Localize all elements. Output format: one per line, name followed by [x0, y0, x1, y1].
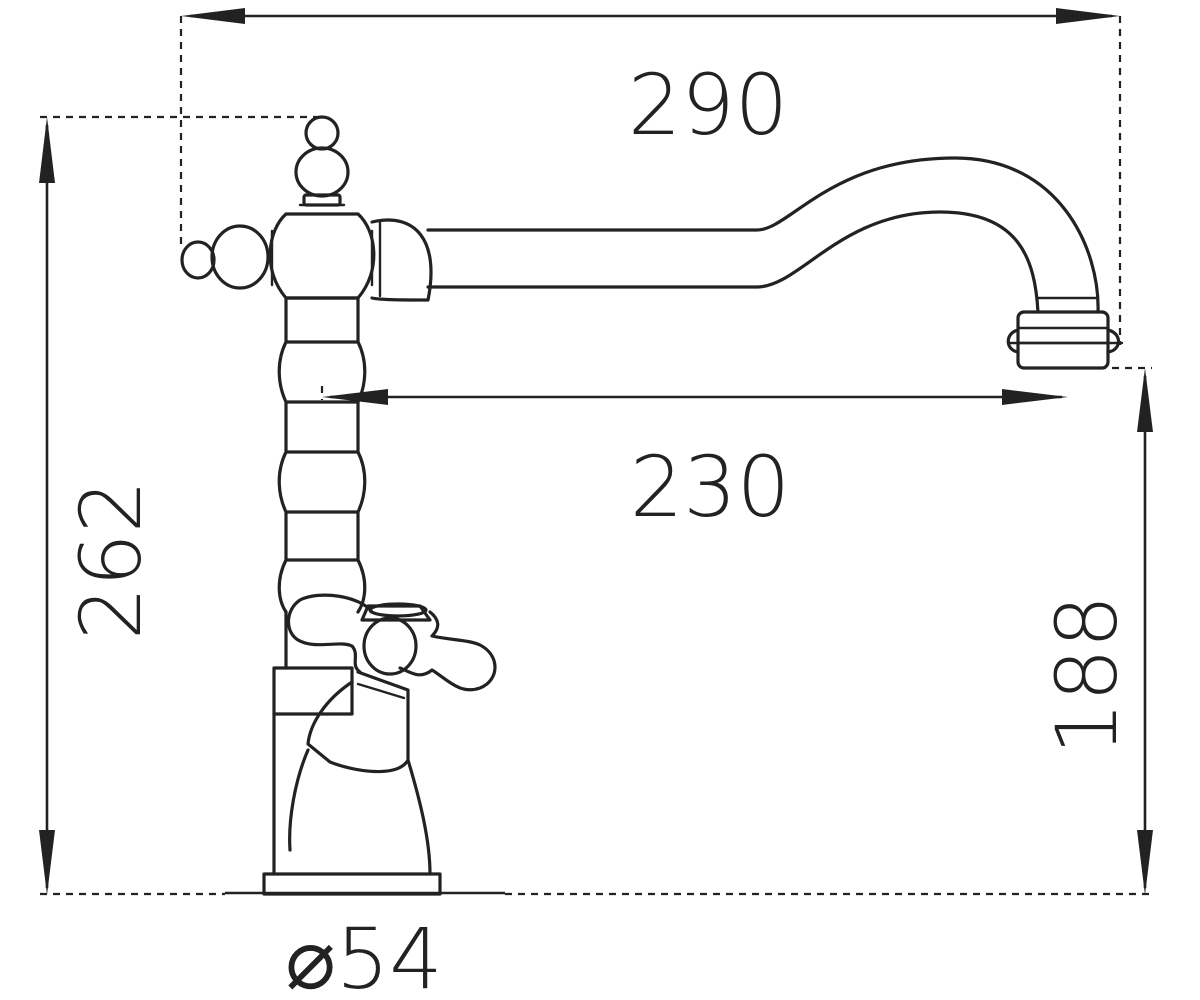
dimension-230: 230 — [320, 386, 1068, 536]
faucet-outline — [180, 115, 1124, 896]
dimension-230-label: 230 — [630, 438, 790, 536]
left-knob — [180, 224, 270, 290]
dimension-188-label: 188 — [1038, 595, 1136, 755]
central-hub — [268, 203, 376, 300]
cross-handle — [286, 593, 497, 692]
valve-body — [272, 666, 432, 876]
top-finial — [294, 115, 350, 207]
dimension-diameter-label: ⌀54 — [285, 910, 442, 1000]
base-flange — [262, 872, 442, 896]
dimension-290: 290 — [179, 8, 1122, 345]
dimension-290-label: 290 — [628, 56, 788, 154]
dimension-188: 188 — [1038, 366, 1153, 895]
dimension-262-label: 262 — [62, 480, 160, 640]
baseline — [40, 891, 1150, 896]
segmented-stem — [277, 296, 367, 670]
spout — [370, 156, 1100, 314]
dimension-262: 262 — [39, 115, 320, 895]
aerator — [1006, 310, 1124, 370]
